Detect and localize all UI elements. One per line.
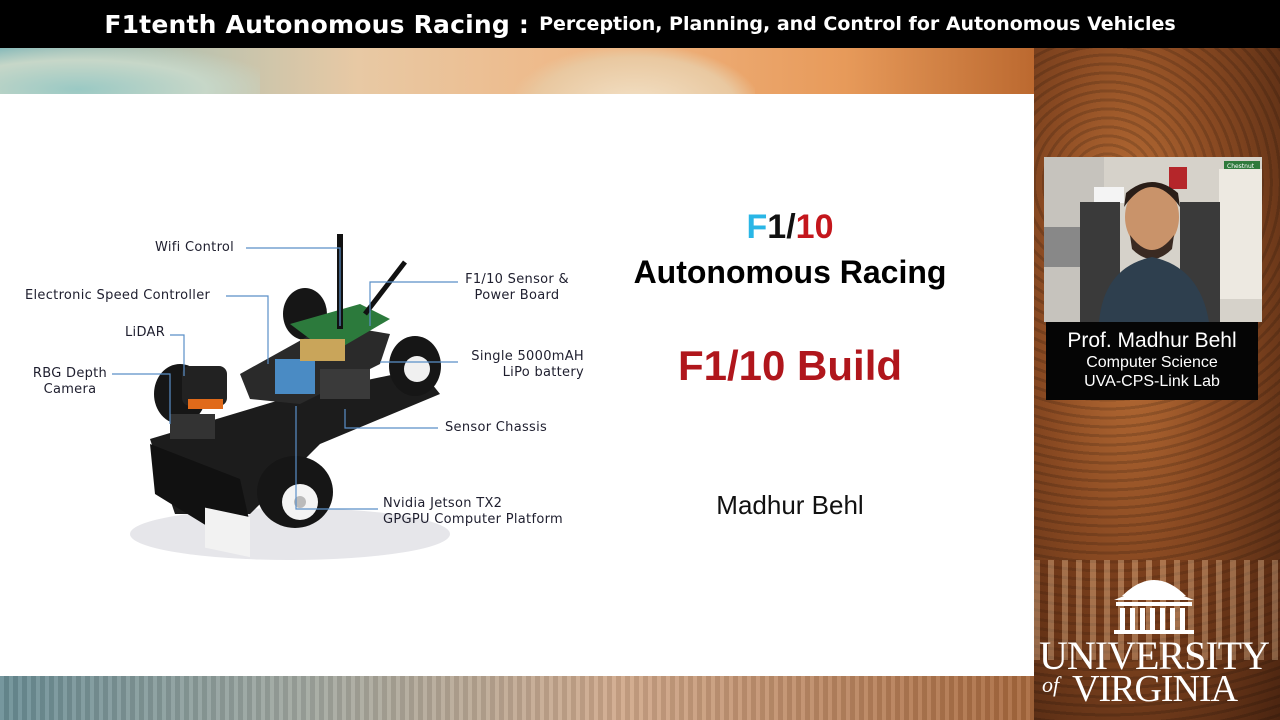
uva-logo-virginia: VIRGINIA (1072, 668, 1238, 710)
lidar-sensor (182, 366, 227, 406)
face (1125, 183, 1179, 251)
label-sensor-board: F1/10 Sensor & Power Board (462, 272, 572, 304)
speaker-lab: UVA-CPS-Link Lab (1084, 373, 1220, 390)
label-depth-camera-line1: RBG Depth (32, 366, 108, 381)
background-balustrade (1034, 560, 1280, 660)
slide-author: Madhur Behl (716, 490, 864, 520)
slide-subtitle: Autonomous Racing (633, 254, 947, 290)
label-depth-camera-line2: Camera (43, 382, 97, 397)
wheel-front-right-center (294, 496, 306, 508)
speaker-caption: Prof. Madhur Behl Computer Science UVA-C… (1046, 322, 1258, 400)
label-sensor-chassis: Sensor Chassis (445, 420, 548, 435)
hair (1124, 182, 1180, 207)
slide-brand: F1/10 (590, 208, 990, 247)
label-battery-line1: Single 5000mAH (471, 349, 584, 364)
callout-lidar (170, 334, 185, 376)
label-jetson-line2: GPGPU Computer Platform (383, 512, 563, 527)
uva-logo-of: of (1042, 672, 1060, 697)
callout-esc (226, 295, 269, 364)
lidar-ring (188, 399, 223, 409)
depth-camera (170, 414, 215, 439)
course-title: F1tenth Autonomous Racing : (104, 9, 530, 39)
label-wifi-control: Wifi Control (155, 240, 235, 255)
antenna-right (363, 260, 407, 316)
battery-pack (320, 369, 370, 399)
rotunda-icon (1114, 580, 1194, 634)
label-depth-camera: RBG Depth Camera (30, 366, 110, 398)
callout-wifi (246, 247, 341, 326)
car-diagram (112, 234, 458, 560)
speaker-name: Prof. Madhur Behl (1067, 329, 1237, 352)
street-sign (1224, 161, 1260, 169)
uva-logo: UNIVERSITY of VIRGINIA (1036, 566, 1272, 710)
brand-ten: 10 (795, 208, 834, 246)
wall-painting (1094, 187, 1124, 203)
brand-f: F (746, 208, 768, 246)
callout-lines (112, 247, 458, 510)
slide-heading: F1/10 Build (677, 342, 903, 389)
callout-sensor-board (369, 281, 458, 326)
speed-controller (300, 339, 345, 361)
label-esc: Electronic Speed Controller (25, 288, 211, 303)
car-bumper-plate (205, 507, 250, 558)
label-sensor-board-line1: F1/10 Sensor & (465, 272, 569, 287)
background-tree (0, 48, 260, 94)
title-bar: F1tenth Autonomous Racing : Perception, … (0, 0, 1280, 48)
brand-one: 1/ (767, 208, 796, 246)
presentation-slide: Wifi Control Electronic Speed Controller… (0, 94, 1034, 676)
callout-chassis (344, 409, 438, 429)
label-jetson: Nvidia Jetson TX2 GPGPU Computer Platfor… (383, 496, 563, 528)
label-lidar: LiDAR (125, 325, 166, 340)
label-jetson-line1: Nvidia Jetson TX2 (383, 496, 503, 511)
label-battery-line2: LiPo battery (502, 365, 584, 380)
car-bumper (150, 444, 250, 534)
wheel-rear-right-hub (404, 356, 430, 382)
uva-logo-university: UNIVERSITY (1039, 633, 1270, 678)
wall-poster (1169, 167, 1187, 189)
course-subtitle: Perception, Planning, and Control for Au… (539, 13, 1176, 35)
webcam-feed: Chestnut (1044, 157, 1262, 322)
label-sensor-board-line2: Power Board (474, 288, 560, 303)
label-battery: Single 5000mAH LiPo battery (462, 349, 584, 381)
beard (1130, 235, 1174, 259)
webcam-scene: Chestnut (1044, 157, 1262, 322)
tshirt (1099, 257, 1209, 322)
jetson-module (275, 359, 315, 394)
callout-camera (112, 373, 171, 424)
street-sign-text: Chestnut (1227, 163, 1255, 170)
background-bottom-strip (0, 676, 1034, 720)
callout-jetson (295, 406, 378, 510)
speaker-department: Computer Science (1086, 354, 1218, 371)
